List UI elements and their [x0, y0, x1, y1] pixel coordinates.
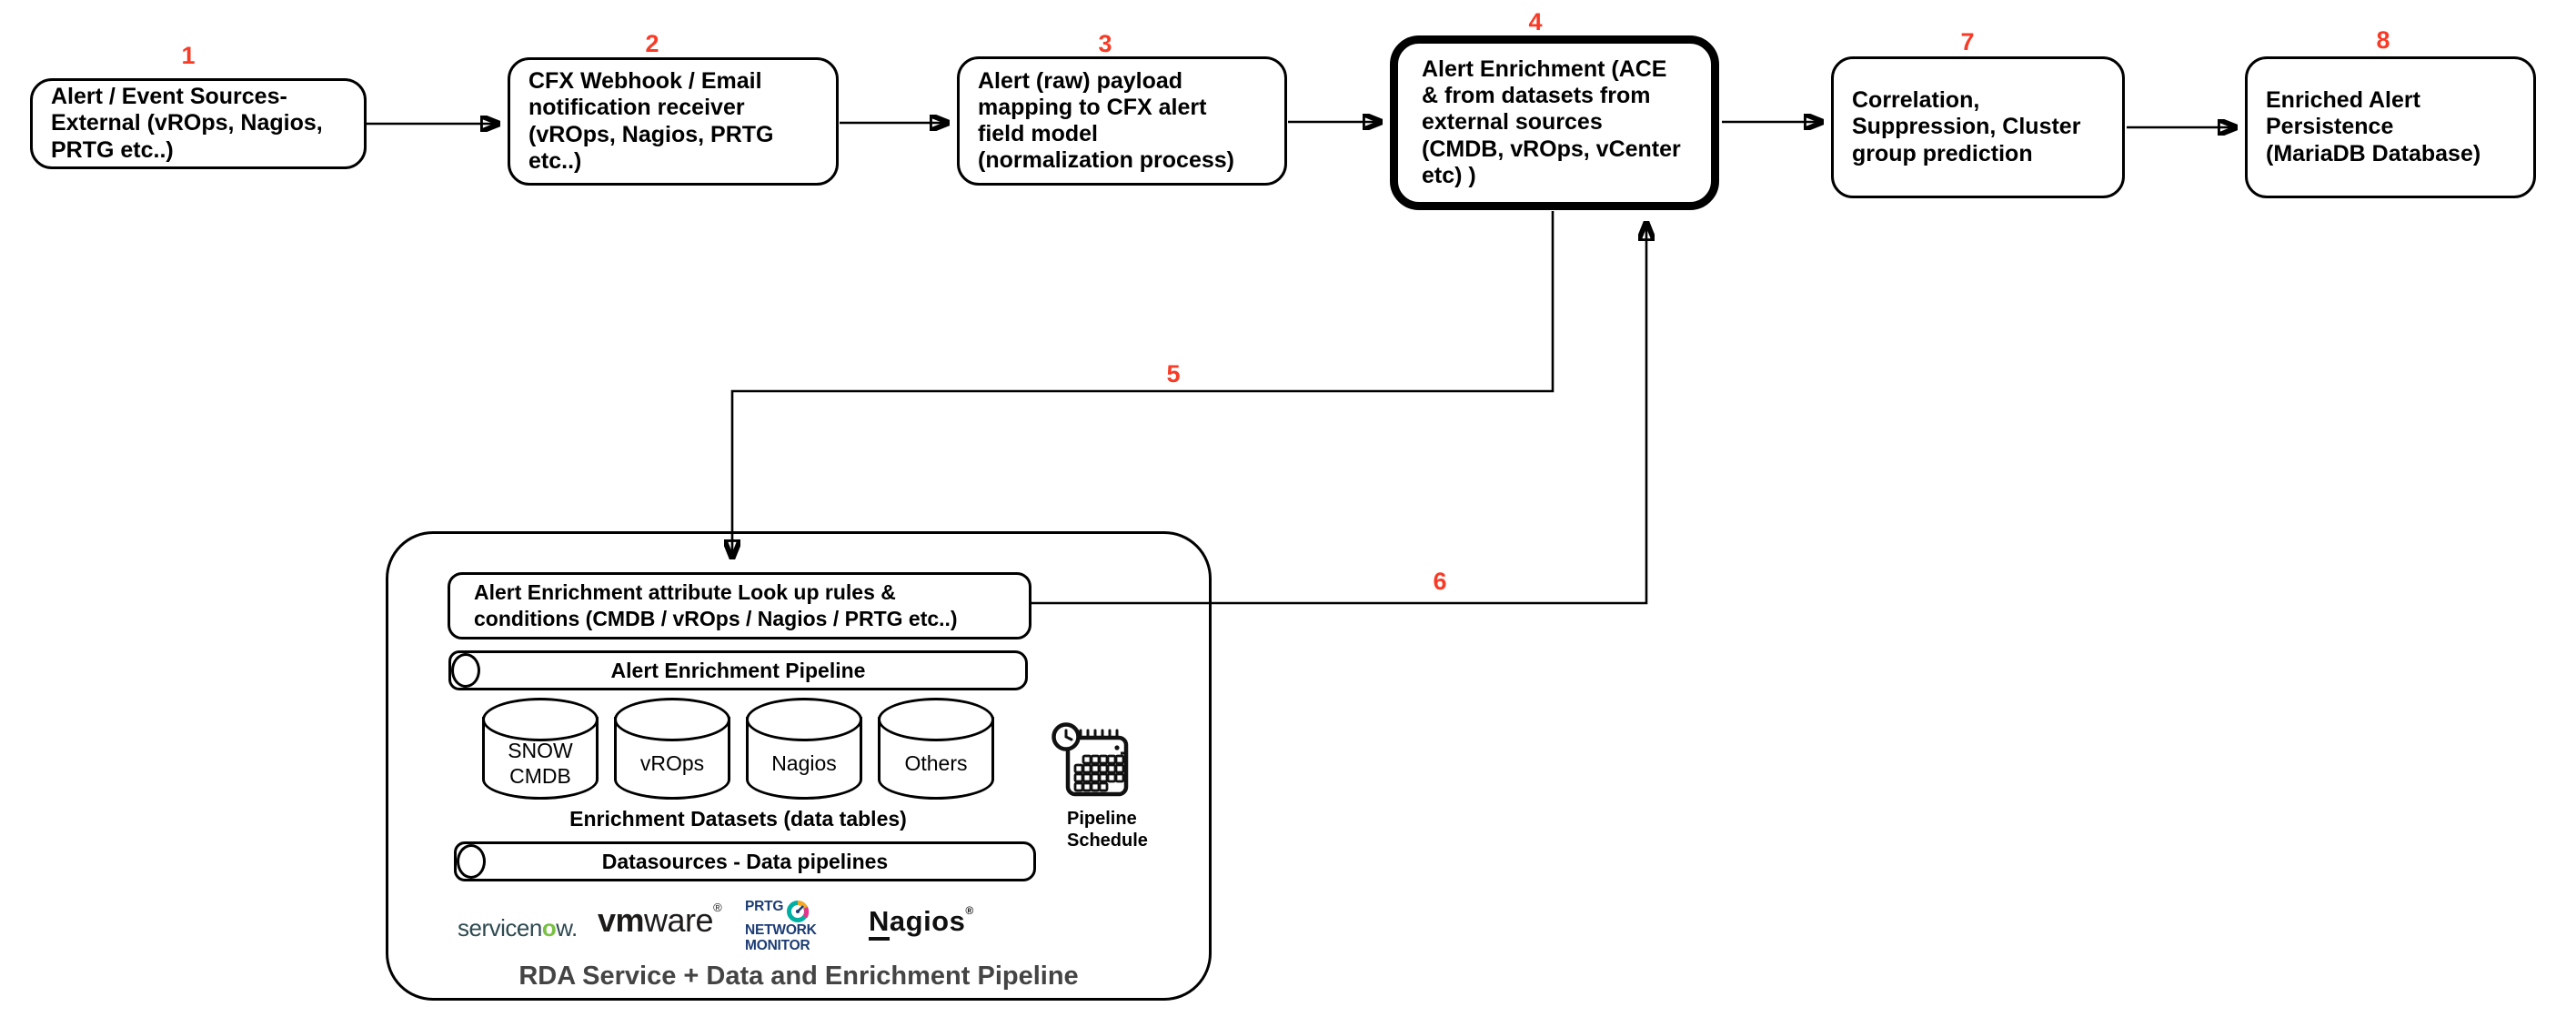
dataset-cylinder-vrops: vROps [614, 698, 730, 800]
prtg-gauge-icon [787, 901, 810, 922]
step-number-3: 3 [1098, 30, 1112, 57]
dataset-cylinder-others: Others [878, 698, 994, 800]
datasources-pipelines-bar: Datasources - Data pipelines [454, 841, 1036, 881]
step-number-6: 6 [1433, 568, 1447, 595]
node-label: Correlation, Suppression, Cluster group … [1852, 87, 2081, 166]
node-label: Alert (raw) payload mapping to CFX alert… [978, 67, 1234, 174]
vmware-registered-mark: ® [713, 901, 722, 914]
servicenow-text-end: w. [556, 914, 578, 941]
edge-5-enrichment-to-lookup [732, 211, 1555, 557]
vmware-bold-part: vm [598, 901, 645, 939]
node-alert-event-sources: Alert / Event Sources- External (vROps, … [30, 78, 367, 169]
alert-enrichment-pipeline-bar: Alert Enrichment Pipeline [448, 650, 1028, 690]
cylinder-top [746, 698, 862, 741]
node-webhook-receiver: CFX Webhook / Email notification receive… [508, 57, 839, 186]
dataset-label: SNOW CMDB [508, 739, 573, 788]
datasources-label: Datasources - Data pipelines [601, 849, 889, 873]
node-payload-mapping: Alert (raw) payload mapping to CFX alert… [957, 56, 1287, 186]
pipeline-schedule-label: Pipeline Schedule [1067, 809, 1148, 851]
lookup-rules-box: Alert Enrichment attribute Look up rules… [448, 572, 1031, 639]
vmware-logo: vmware® [598, 901, 722, 940]
node-correlation-suppression: Correlation, Suppression, Cluster group … [1831, 56, 2125, 198]
servicenow-text: servicen [458, 914, 542, 941]
dataset-label: vROps [639, 751, 705, 776]
nagios-underlined-n: N [869, 905, 890, 941]
cylinder-top [614, 698, 730, 741]
step-number-2: 2 [645, 30, 659, 57]
cylinder-top [878, 698, 994, 741]
node-enriched-alert-persistence: Enriched Alert Persistence (MariaDB Data… [2245, 56, 2536, 198]
pipeline-schedule-icon [1052, 722, 1129, 797]
prtg-line2: NETWORK [745, 922, 817, 938]
prtg-network-monitor-logo: PRTG NETWORK MONITOR [745, 899, 817, 953]
cylinder-top [482, 698, 599, 741]
servicenow-logo: servicenow. [458, 914, 578, 942]
vmware-light-part: ware [644, 901, 714, 939]
rda-container-title: RDA Service + Data and Enrichment Pipeli… [518, 962, 1079, 991]
rda-service-container: Alert Enrichment attribute Look up rules… [386, 531, 1212, 1001]
alert-enrichment-pipeline-label: Alert Enrichment Pipeline [610, 658, 866, 682]
step-number-8: 8 [2376, 26, 2390, 54]
step-number-5: 5 [1166, 360, 1181, 388]
prtg-line1: PRTG [745, 899, 784, 914]
step-number-4: 4 [1528, 8, 1543, 35]
node-alert-enrichment: Alert Enrichment (ACE & from datasets fr… [1390, 35, 1719, 210]
nagios-text: agios [889, 905, 966, 937]
node-label: CFX Webhook / Email notification receive… [528, 68, 774, 174]
dataset-cylinder-snow-cmdb: SNOW CMDB [482, 698, 599, 800]
nagios-logo: Nagios® [869, 904, 974, 941]
node-label: Enriched Alert Persistence (MariaDB Data… [2266, 87, 2481, 166]
nagios-registered-mark: ® [965, 904, 974, 917]
enrichment-datasets-caption: Enrichment Datasets (data tables) [569, 807, 907, 831]
step-number-7: 7 [1960, 28, 1975, 55]
prtg-line3: MONITOR [745, 937, 810, 953]
node-label: Alert / Event Sources- External (vROps, … [51, 84, 323, 163]
dataset-cylinders-row: SNOW CMDB vROps Nagios Others [482, 698, 994, 800]
dataset-label: Nagios [771, 751, 837, 776]
dataset-label: Others [904, 751, 968, 776]
dataset-cylinder-nagios: Nagios [746, 698, 862, 800]
servicenow-green-o: o [541, 914, 557, 941]
node-label: Alert Enrichment (ACE & from datasets fr… [1422, 55, 1681, 188]
lookup-rules-label: Alert Enrichment attribute Look up rules… [474, 579, 958, 630]
step-number-1: 1 [181, 42, 196, 69]
